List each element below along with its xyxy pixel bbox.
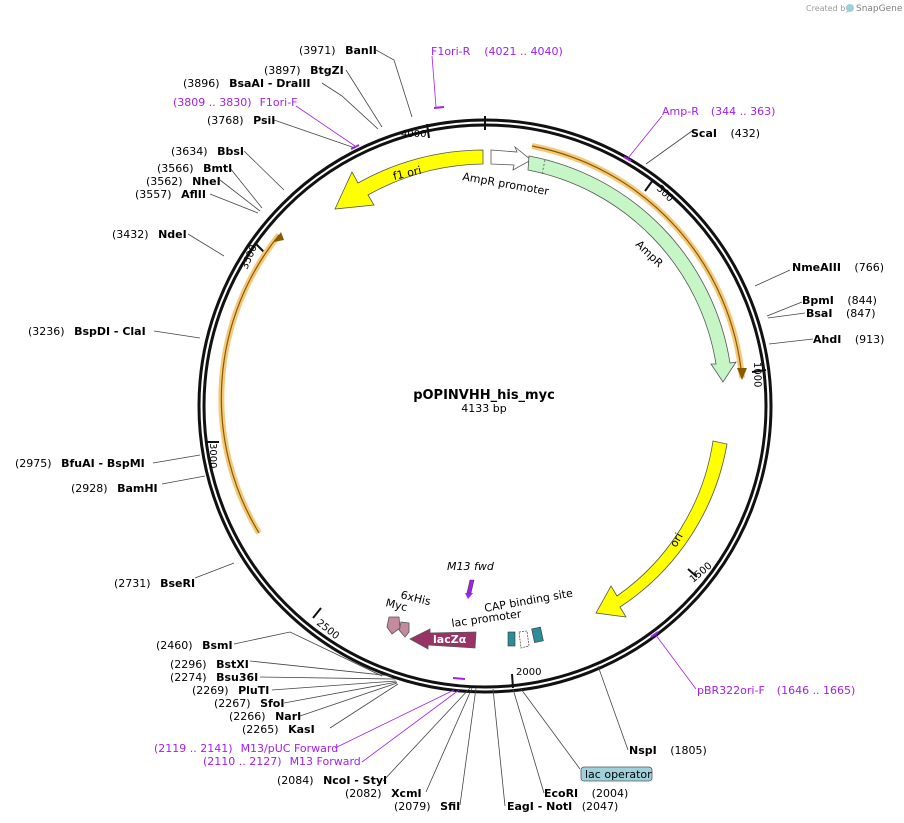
enzyme-label: (3557) AflII	[135, 188, 206, 201]
primer-label: (2119 .. 2141)M13/pUC Forward	[154, 742, 338, 755]
enzyme-label: EagI - NotI (2047)	[507, 800, 618, 813]
enzyme-label: (3566) BmtI	[157, 162, 232, 175]
orf-arc-ampr	[531, 143, 745, 379]
primer-label: (3809 .. 3830)F1ori-F	[173, 96, 298, 109]
tick-label: 3000	[207, 443, 218, 468]
myc-feature[interactable]	[386, 616, 401, 635]
primer-mark-amp-r	[623, 156, 632, 162]
primer-label: pBR322ori-F(1646 .. 1665)	[697, 684, 855, 697]
lacz-label: lacZα	[433, 633, 467, 646]
plasmid-length: 4133 bp	[461, 402, 506, 415]
enzyme-label: (2274) Bsu36I	[170, 671, 258, 684]
enzyme-label: (3971) BanII	[299, 44, 377, 57]
lac-operator-mark[interactable]	[507, 631, 516, 647]
primer-mark-m13	[452, 677, 466, 680]
primer-mark-f1ori-r	[433, 106, 445, 109]
f1-ori-label: f1 ori	[392, 164, 423, 183]
tick-2000: 2000	[511, 667, 541, 689]
ampr-feature[interactable]	[527, 155, 737, 383]
lacz-feature[interactable]	[409, 628, 477, 650]
primer-label: F1ori-R(4021 .. 4040)	[431, 45, 563, 58]
enzyme-label: (2928) BamHI	[71, 482, 158, 495]
tick-label: 2000	[516, 667, 541, 678]
lac-promoter-feature[interactable]	[518, 630, 530, 649]
enzyme-label: (2267) SfoI	[214, 697, 284, 710]
orf-arc-ampr-line	[531, 145, 743, 379]
enzyme-label: BsaI (847)	[806, 307, 876, 320]
orf-arc-ampr-head	[737, 368, 747, 380]
ori-label: ori	[667, 531, 685, 550]
enzyme-label: EcoRI (2004)	[544, 787, 628, 800]
primer-label: Amp-R(344 .. 363)	[662, 105, 775, 118]
enzyme-label: (3897) BtgZI	[264, 64, 344, 77]
enzyme-label: (3562) NheI	[146, 175, 221, 188]
m13-fwd-feature[interactable]	[466, 579, 475, 594]
orf-arc-left-line	[220, 234, 280, 534]
enzyme-label: BpmI (844)	[802, 294, 877, 307]
lac-operator-box[interactable]	[580, 766, 653, 782]
primer-mark-f1ori-f	[350, 144, 360, 150]
ori-feature[interactable]	[595, 440, 728, 618]
enzyme-label: (2731) BseRI	[114, 577, 195, 590]
tick-1000: 1000	[751, 362, 767, 388]
enzyme-label: (2265) KasI	[242, 723, 315, 736]
primer-mark-pbr322ori-f	[650, 631, 659, 638]
snapgene-logo-icon	[846, 4, 854, 12]
enzyme-label: (2460) BsmI	[156, 639, 233, 652]
tick-label: 4000	[401, 129, 426, 140]
m13-fwd-label: M13 fwd	[447, 560, 495, 573]
enzyme-label: (3236) BspDI - ClaI	[28, 325, 146, 338]
f1-ori-feature[interactable]	[334, 149, 484, 210]
primer-label: (2110 .. 2127)M13 Forward	[203, 755, 361, 768]
enzyme-label: AhdI (913)	[813, 333, 884, 346]
tick-4000: 4000	[401, 123, 430, 140]
m13-fwd-head	[465, 593, 473, 599]
plasmid-name: pOPINVHH_his_myc	[413, 388, 555, 403]
ampr-promoter-label: AmpR promoter	[461, 170, 550, 198]
tick-label: 500	[654, 183, 675, 204]
enzyme-label: (2084) NcoI - StyI	[277, 774, 387, 787]
enzyme-label: (3634) BbsI	[171, 145, 244, 158]
orf-arc-left-head	[274, 232, 284, 242]
primer-leaders	[295, 55, 697, 763]
his6-feature[interactable]	[398, 621, 410, 638]
enzyme-label: NspI (1805)	[629, 744, 707, 757]
enzyme-label: (2975) BfuAI - BspMI	[15, 457, 145, 470]
credit-brand: SnapGene	[856, 4, 903, 14]
enzyme-label: (2269) PluTI	[192, 684, 269, 697]
enzyme-label: (2296) BstXI	[170, 658, 249, 671]
credit-prefix: Created by	[806, 4, 850, 13]
enzyme-label: NmeAIII (766)	[792, 261, 884, 274]
enzyme-label: (3768) PsiI	[207, 114, 275, 127]
lac-operator-label: lac operator	[585, 768, 652, 781]
enzyme-label: (3432) NdeI	[112, 228, 187, 241]
enzyme-leaders	[152, 49, 814, 807]
myc-label: Myc	[384, 596, 409, 614]
tick-label: 1000	[751, 362, 762, 388]
enzyme-label: (3896) BsaAI - DraIII	[183, 77, 311, 90]
ampr-promoter-feature[interactable]	[490, 145, 532, 171]
enzyme-label: ScaI (432)	[691, 127, 760, 140]
tick-3000: 3000	[205, 441, 219, 468]
enzyme-label: (2266) NarI	[229, 710, 301, 723]
enzyme-label: (2082) XcmI	[345, 787, 422, 800]
enzyme-label: (2079) SfiI	[394, 800, 460, 813]
cap-site-feature[interactable]	[531, 626, 544, 644]
